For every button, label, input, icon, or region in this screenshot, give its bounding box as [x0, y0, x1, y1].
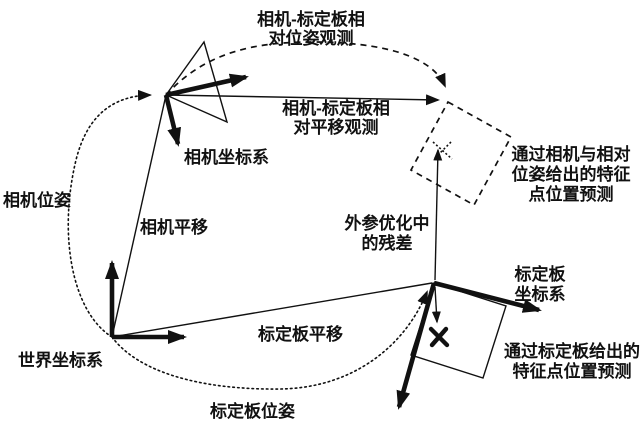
camera-pose-curve: [67, 89, 152, 338]
label-line: 特征点位置预测: [513, 361, 632, 381]
camera-translation-line: [111, 94, 167, 338]
label-line: 点位置预测: [529, 184, 614, 204]
label-line: 坐标系: [515, 284, 566, 304]
label-line: 对平移观测: [294, 117, 379, 137]
relative-translation-arrow: [165, 94, 440, 106]
label-relative-pose-observation: 相机-标定板相 对位姿观测: [257, 9, 365, 48]
label-camera-frame: 相机坐标系: [184, 147, 269, 167]
label-board-frame: 标定板 坐标系: [515, 264, 567, 304]
label-line: 的残差: [362, 233, 413, 253]
label-board-pose: 标定板位姿: [210, 401, 295, 421]
label-line: 对位姿观测: [269, 28, 354, 48]
board-feature-point-x-mark: [428, 326, 450, 348]
label-line: 通过相机与相对: [512, 144, 631, 164]
board-axis-x: [433, 280, 542, 313]
label-residual: 外参优化中 的残差: [345, 213, 430, 253]
label-line: 位姿给出的特征: [512, 164, 631, 184]
predicted-board-dashed-square: [409, 100, 513, 207]
label-camera-prediction: 通过相机与相对 位姿给出的特征 点位置预测: [512, 144, 631, 204]
label-world-frame: 世界坐标系: [18, 350, 103, 370]
label-line: 外参优化中: [345, 213, 430, 233]
label-line: 相机-标定板相: [257, 9, 365, 29]
label-camera-pose: 相机位姿: [3, 190, 71, 210]
residual-line-up: [433, 148, 443, 281]
camera-axis-z: [163, 94, 181, 147]
label-camera-translation: 相机平移: [140, 217, 208, 237]
camera-axis-x: [165, 73, 249, 98]
board-axis-z: [396, 282, 437, 410]
label-relative-translation-observation: 相机-标定板相 对平移观测: [282, 98, 390, 137]
relative-pose-observation-curve: [165, 41, 446, 96]
board-pose-curve: [111, 290, 428, 390]
residual-line-down: [431, 286, 441, 324]
label-board-translation: 标定板平移: [258, 324, 343, 344]
label-board-prediction: 通过标定板给出的 特征点位置预测: [504, 341, 640, 381]
label-line: 相机-标定板相: [282, 98, 390, 118]
label-line: 标定板: [515, 264, 567, 284]
board-solid-square: [410, 282, 507, 379]
predicted-feature-point-x-mark: [432, 141, 453, 160]
label-line: 通过标定板给出的: [504, 341, 640, 361]
board-translation-line: [111, 282, 433, 338]
